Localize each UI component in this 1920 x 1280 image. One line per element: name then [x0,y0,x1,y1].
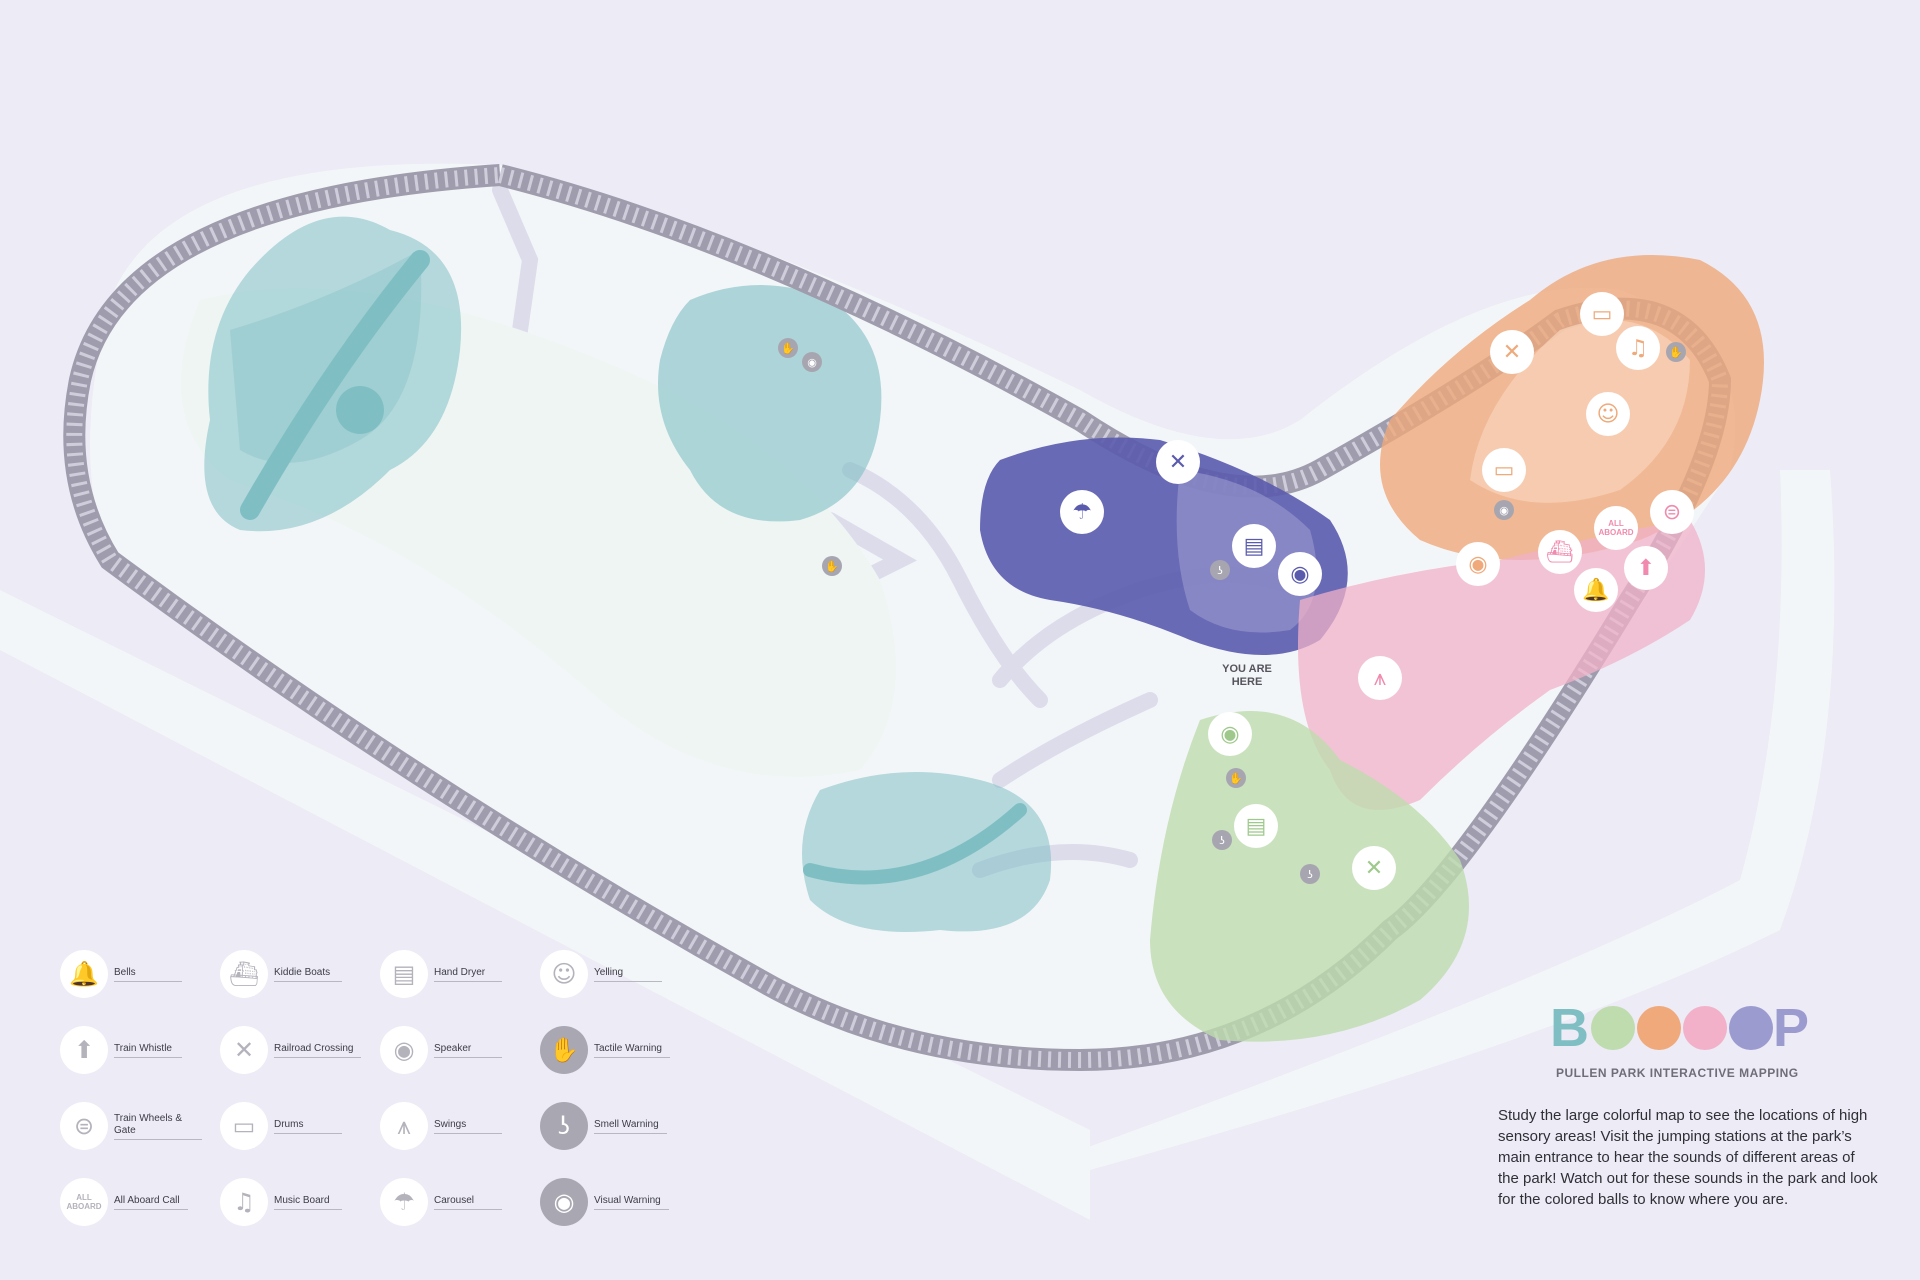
teal-zone-south [802,772,1052,932]
railroad-crossing-icon[interactable]: ✕ [1490,330,1534,374]
all-aboard-icon[interactable]: ALL ABOARD [1594,506,1638,550]
hand-dryer-icon: ▤ [380,950,428,998]
drums-icon[interactable]: ▭ [1482,448,1526,492]
railroad-crossing-icon[interactable]: ✕ [1352,846,1396,890]
hand-dryer-icon[interactable]: ▤ [1234,804,1278,848]
legend-item-tactile-warning: ✋ Tactile Warning [540,1026,670,1074]
legend-item-carousel: ☂ Carousel [380,1178,502,1226]
legend-item-smell-warning: ʖ Smell Warning [540,1102,667,1150]
you-are-here-label: YOU ARE HERE [1222,663,1272,688]
swing-icon[interactable]: ⩚ [1358,656,1402,700]
bell-icon: 🔔 [60,950,108,998]
carousel-icon: ☂ [380,1178,428,1226]
music-note-icon[interactable]: ♫ [1616,326,1660,370]
logo-ball-pink [1683,1006,1727,1050]
smell-nose-icon[interactable]: ʖ [1210,560,1230,580]
legend-item-hand-dryer: ▤ Hand Dryer [380,950,502,998]
drums-icon: ▭ [220,1102,268,1150]
speaker-icon: ◉ [380,1026,428,1074]
train-whistle-icon[interactable]: ⬆ [1624,546,1668,590]
swing-icon: ⩚ [380,1102,428,1150]
speaker-icon[interactable]: ◉ [1278,552,1322,596]
kiddie-boat-icon[interactable]: ⛴ [1538,530,1582,574]
road-left [0,590,1090,1220]
tactile-hand-icon[interactable]: ✋ [778,338,798,358]
teal-zone-north [658,285,882,522]
hand-dryer-icon[interactable]: ▤ [1232,524,1276,568]
legend-item-drums: ▭ Drums [220,1102,342,1150]
legend-item-yelling: ☺ Yelling [540,950,662,998]
drums-icon[interactable]: ▭ [1580,292,1624,336]
visual-eye-icon[interactable]: ◉ [802,352,822,372]
visual-eye-icon: ◉ [540,1178,588,1226]
music-note-icon: ♫ [220,1178,268,1226]
legend-item-bells: 🔔 Bells [60,950,182,998]
logo-letter-b: B [1550,998,1589,1058]
road-right [1080,470,1835,1170]
yelling-head-icon: ☺ [540,950,588,998]
teal-ride-hub [336,386,384,434]
legend-item-swings: ⩚ Swings [380,1102,502,1150]
logo-letter-p: P [1773,998,1810,1058]
logo-ball-green [1591,1006,1635,1050]
railroad-crossing-icon[interactable]: ✕ [1156,440,1200,484]
teal-zones [204,216,1052,932]
train-wheels-gate-icon[interactable]: ⊜ [1650,490,1694,534]
tactile-hand-icon[interactable]: ✋ [822,556,842,576]
train-whistle-icon: ⬆ [60,1026,108,1074]
smell-nose-icon: ʖ [540,1102,588,1150]
yelling-head-icon[interactable]: ☺ [1586,392,1630,436]
visual-eye-icon[interactable]: ◉ [1494,500,1514,520]
legend-item-visual-warning: ◉ Visual Warning [540,1178,669,1226]
smell-nose-icon[interactable]: ʖ [1300,864,1320,884]
logo-ball-orange [1637,1006,1681,1050]
speaker-icon[interactable]: ◉ [1208,712,1252,756]
map-description: Study the large colorful map to see the … [1498,1107,1878,1208]
all-aboard-icon: ALL ABOARD [60,1178,108,1226]
tactile-hand-icon[interactable]: ✋ [1226,768,1246,788]
train-wheels-gate-icon: ⊜ [60,1102,108,1150]
tactile-hand-icon[interactable]: ✋ [1666,342,1686,362]
legend-item-speaker: ◉ Speaker [380,1026,502,1074]
logo-ball-purple [1729,1006,1773,1050]
boooop-brand: B P PULLEN PARK INTERACTIVE MAPPING [1550,1000,1810,1080]
legend-item-train-wheels: ⊜ Train Wheels & Gate [60,1102,202,1150]
smell-nose-icon[interactable]: ʖ [1212,830,1232,850]
boooop-logo: B P [1550,1000,1810,1056]
teal-ride-track [240,250,430,520]
speaker-icon[interactable]: ◉ [1456,542,1500,586]
legend-item-kiddie-boats: ⛴ Kiddie Boats [220,950,342,998]
legend-item-all-aboard: ALL ABOARD All Aboard Call [60,1178,188,1226]
railroad-crossing-icon: ✕ [220,1026,268,1074]
teal-ride-curve [803,803,1027,885]
kiddie-boat-icon: ⛴ [220,950,268,998]
brand-subtitle: PULLEN PARK INTERACTIVE MAPPING [1556,1066,1799,1080]
map-legend: 🔔 Bells ⬆ Train Whistle ⊜ Train Wheels &… [60,950,700,1250]
legend-item-train-whistle: ⬆ Train Whistle [60,1026,182,1074]
carousel-icon[interactable]: ☂ [1060,490,1104,534]
legend-item-music-board: ♫ Music Board [220,1178,342,1226]
bell-icon[interactable]: 🔔 [1574,568,1618,612]
legend-item-railroad-crossing: ✕ Railroad Crossing [220,1026,362,1074]
tactile-hand-icon: ✋ [540,1026,588,1074]
